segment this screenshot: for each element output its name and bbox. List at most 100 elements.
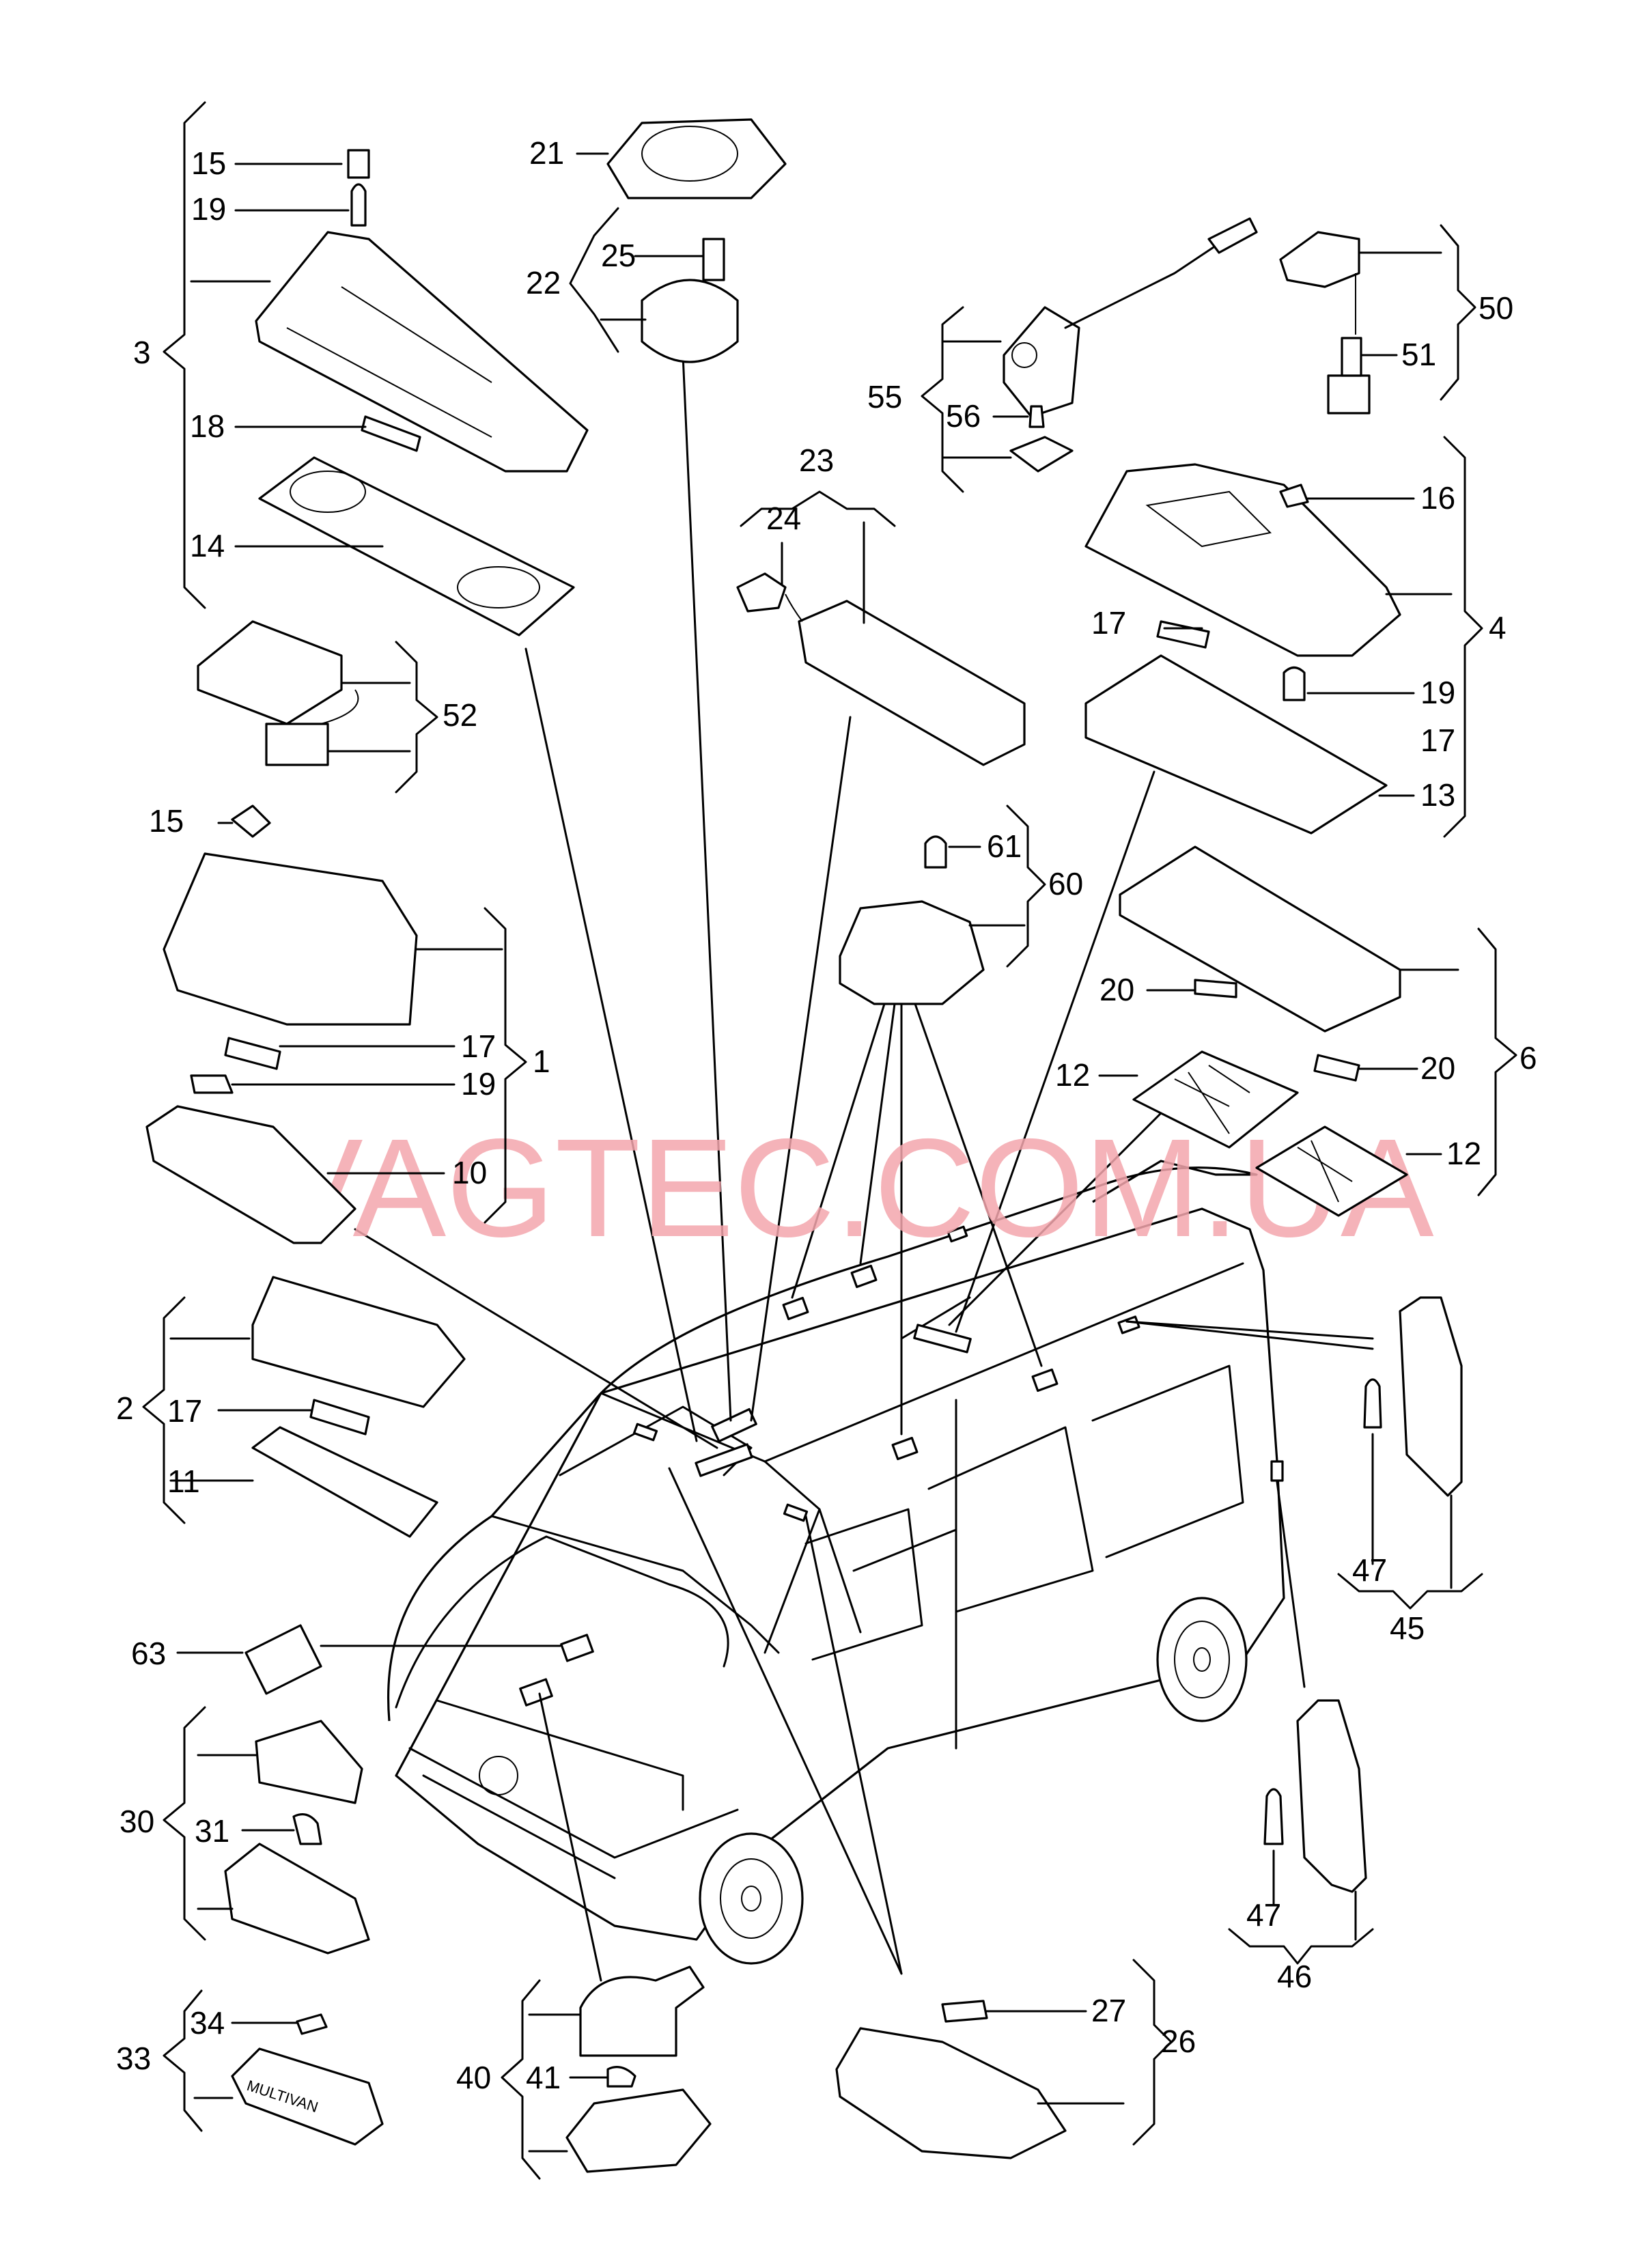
housing-1-icon xyxy=(163,852,418,1026)
label-17d: 17 xyxy=(1420,723,1455,758)
label-21: 21 xyxy=(529,135,564,171)
group-2: 2 17 11 xyxy=(116,1276,466,1538)
label-13: 13 xyxy=(1420,777,1455,813)
label-40: 40 xyxy=(456,2060,491,2095)
label-10: 10 xyxy=(452,1155,487,1190)
group-63: 63 xyxy=(131,1624,322,1695)
housing-2-icon xyxy=(251,1276,466,1408)
lamp-60-icon xyxy=(839,900,985,1005)
label-3: 3 xyxy=(133,335,151,370)
group-6: 20 20 6 12 12 xyxy=(1055,845,1537,1217)
label-30: 30 xyxy=(120,1804,154,1839)
leader-lines xyxy=(320,354,1374,1982)
label-47: 47 xyxy=(1352,1552,1387,1588)
lamp-46-icon xyxy=(1296,1699,1367,1893)
switch-22-icon xyxy=(641,279,739,363)
lamp-55-icon xyxy=(1003,306,1080,418)
bulb-19-icon xyxy=(190,1074,234,1094)
group-50: 50 51 xyxy=(1279,224,1513,415)
van-illustration xyxy=(387,1160,1285,1965)
watermark: VAGTEC.COM.UA xyxy=(270,1110,1434,1266)
bulb-61-icon xyxy=(924,835,947,869)
label-47b: 47 xyxy=(1246,1897,1281,1933)
plate-55-icon xyxy=(1009,436,1074,473)
label-26: 26 xyxy=(1161,2024,1196,2059)
label-60: 60 xyxy=(1048,866,1083,901)
label-34: 34 xyxy=(190,2005,225,2041)
group-60: 61 60 xyxy=(839,804,1083,1005)
lamp-30-icon xyxy=(224,1843,370,1955)
group-40: 40 41 xyxy=(456,1965,712,2180)
module-52-icon xyxy=(197,620,343,725)
label-56: 56 xyxy=(946,398,981,434)
group-21-22: 21 22 25 xyxy=(526,118,787,363)
label-50: 50 xyxy=(1479,290,1513,326)
plug-55-icon xyxy=(1207,217,1258,254)
label-41: 41 xyxy=(526,2060,561,2095)
group-33: MULTIVAN 33 34 xyxy=(116,1989,384,2146)
label-63: 63 xyxy=(131,1636,166,1671)
label-12b: 12 xyxy=(1446,1136,1481,1171)
group-52: 52 xyxy=(197,620,477,794)
label-25: 25 xyxy=(601,238,636,273)
label-16: 16 xyxy=(1420,480,1455,516)
label-14: 14 xyxy=(190,528,225,563)
bulb-47a-icon xyxy=(1363,1378,1382,1429)
grille-12b-icon xyxy=(1255,1125,1408,1217)
label-24: 24 xyxy=(766,501,801,536)
label-1: 1 xyxy=(533,1044,550,1079)
connector-24-icon xyxy=(736,572,787,613)
label-11: 11 xyxy=(167,1464,200,1499)
module-30-icon xyxy=(255,1720,363,1804)
label-15: 15 xyxy=(191,145,226,181)
label-51: 51 xyxy=(1401,337,1436,372)
knob-25-icon xyxy=(702,238,725,281)
clip-15-icon xyxy=(231,804,271,838)
lens-10-icon xyxy=(145,1105,356,1244)
label-19: 19 xyxy=(191,191,226,227)
bulb-27-icon xyxy=(941,2000,988,2023)
clip-16-icon xyxy=(1279,484,1309,508)
group-3: 15 19 3 18 14 xyxy=(133,101,589,636)
ring-21-icon xyxy=(606,118,787,199)
label-19c: 19 xyxy=(1420,675,1455,710)
switch-40-icon xyxy=(579,1965,705,2057)
label-46: 46 xyxy=(1277,1959,1312,1994)
lamp-6-icon xyxy=(1119,845,1401,1033)
module-50-icon xyxy=(1279,231,1360,288)
label-4: 4 xyxy=(1489,610,1507,645)
bulb-17-icon xyxy=(224,1037,281,1070)
label-17c: 17 xyxy=(1091,605,1126,641)
label-19b: 19 xyxy=(461,1066,496,1102)
bulb-19c-icon xyxy=(1283,666,1306,701)
bulb-17b-icon xyxy=(309,1399,370,1436)
connector-52-icon xyxy=(265,723,329,766)
lens-11-icon xyxy=(251,1426,438,1538)
group-1: 15 17 19 1 10 xyxy=(145,803,550,1244)
lighter-63-icon xyxy=(244,1624,322,1695)
label-17b: 17 xyxy=(167,1393,202,1429)
bulb-34-icon xyxy=(296,2013,328,2035)
group-55: 55 56 xyxy=(867,217,1258,493)
module-23-icon xyxy=(798,600,1026,766)
label-6: 6 xyxy=(1519,1040,1537,1076)
label-33: 33 xyxy=(116,2041,151,2076)
bulb-31-icon xyxy=(292,1813,322,1845)
label-20b: 20 xyxy=(1420,1050,1455,1086)
label-2: 2 xyxy=(116,1390,134,1426)
bulb-47b-icon xyxy=(1263,1788,1284,1845)
label-18: 18 xyxy=(190,408,225,444)
bulb-19-icon xyxy=(350,183,367,227)
label-52: 52 xyxy=(443,697,477,733)
label-20: 20 xyxy=(1099,972,1134,1007)
label-15b: 15 xyxy=(149,803,184,839)
lamp-33-icon xyxy=(231,2047,384,2146)
group-30: 30 31 xyxy=(120,1706,370,1955)
lamp-40-icon xyxy=(565,2088,712,2173)
label-27: 27 xyxy=(1091,1993,1126,2028)
label-17: 17 xyxy=(461,1028,496,1064)
housing-4-icon xyxy=(1084,463,1401,657)
bulb-20a-icon xyxy=(1194,979,1237,998)
bulb-20b-icon xyxy=(1313,1054,1360,1082)
